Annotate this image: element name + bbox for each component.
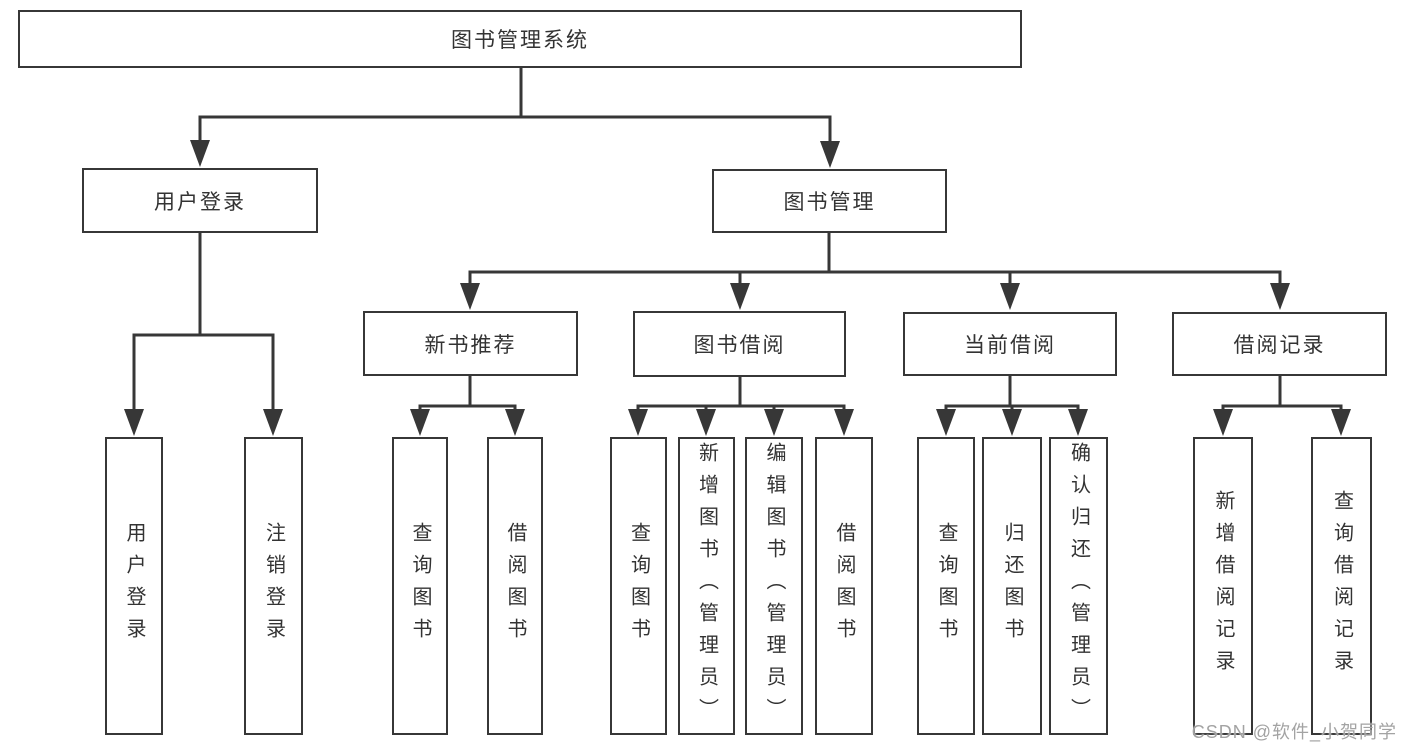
node-book-management: 图书管理	[712, 169, 947, 233]
connector-root-to-level2	[190, 66, 840, 168]
connector-new-book-recommend-children	[410, 374, 525, 436]
csdn-watermark: CSDN @软件_小贺同学	[1191, 722, 1397, 742]
leaf-add-book-admin: 新增图书（管理员）	[678, 437, 735, 735]
leaf-logout: 注销登录	[244, 437, 303, 735]
connector-current-borrow-children	[936, 374, 1088, 436]
node-current-borrow: 当前借阅	[903, 312, 1117, 376]
node-borrow-records-label: 借阅记录	[1233, 334, 1326, 357]
connector-book-borrow-children	[628, 375, 854, 436]
leaf-add-borrow-record: 新增借阅记录	[1193, 437, 1253, 735]
leaf-query-books-borrow: 查询图书	[610, 437, 667, 735]
node-root-label: 图书管理系统	[451, 29, 589, 52]
node-borrow-records: 借阅记录	[1172, 312, 1387, 376]
node-root: 图书管理系统	[18, 10, 1022, 68]
connector-book-management-to-level3	[460, 231, 1290, 310]
connector-borrow-records-children	[1213, 374, 1351, 436]
node-new-book-recommend-label: 新书推荐	[424, 333, 517, 357]
leaf-edit-book-admin: 编辑图书（管理员）	[745, 437, 803, 735]
node-book-management-label: 图书管理	[783, 191, 876, 214]
leaf-borrow-books-recommend: 借阅图书	[487, 437, 543, 735]
connector-user-login-children	[124, 231, 283, 436]
leaf-return-book: 归还图书	[982, 437, 1042, 735]
leaf-borrow-books: 借阅图书	[815, 437, 873, 735]
node-user-login: 用户登录	[82, 168, 318, 233]
node-new-book-recommend: 新书推荐	[363, 311, 578, 376]
node-book-borrow: 图书借阅	[633, 311, 846, 377]
node-user-login-label: 用户登录	[154, 190, 246, 214]
node-book-borrow-label: 图书借阅	[693, 334, 786, 357]
leaf-query-books-current: 查询图书	[917, 437, 975, 735]
leaf-query-borrow-record: 查询借阅记录	[1311, 437, 1372, 735]
node-current-borrow-label: 当前借阅	[964, 334, 1056, 357]
leaf-query-books-recommend: 查询图书	[392, 437, 448, 735]
leaf-user-login: 用户登录	[105, 437, 163, 735]
leaf-confirm-return-admin: 确认归还（管理员）	[1049, 437, 1108, 735]
